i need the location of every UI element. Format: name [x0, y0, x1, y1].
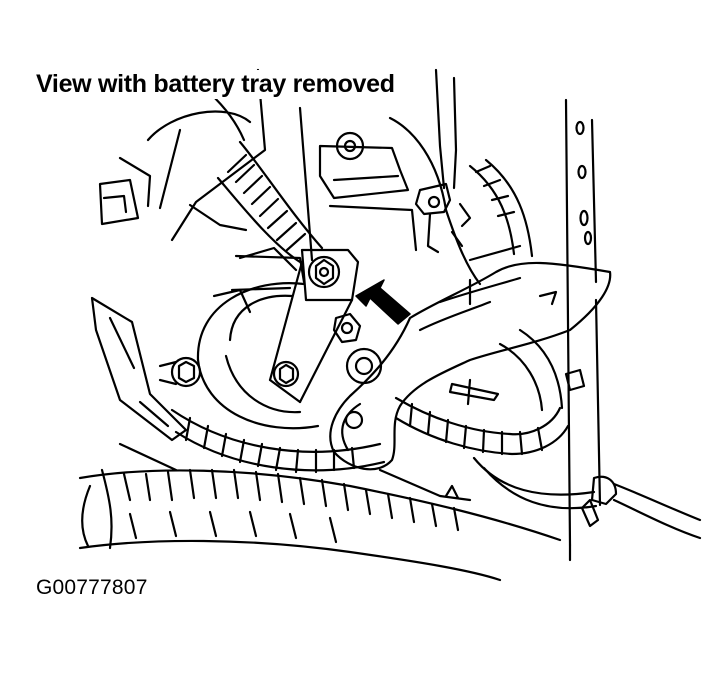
- upper-cluster: [232, 108, 480, 290]
- upper-right-connector: [416, 70, 532, 256]
- right-bracket: [330, 246, 610, 469]
- ground-cable-bolt: [309, 257, 339, 287]
- lower-wiring-harness: [172, 410, 384, 472]
- body-panel: [566, 100, 600, 545]
- upper-wiring-harness: [218, 142, 322, 262]
- diagram-caption: View with battery tray removed: [36, 70, 398, 99]
- right-clip-connectors: [474, 370, 700, 538]
- starter-mount-bolt: [160, 358, 200, 386]
- figure-id: G00777807: [36, 576, 148, 599]
- arrow-pointer-icon: [356, 280, 410, 324]
- lower-right-bracket: [450, 380, 498, 404]
- lower-structure: [120, 444, 570, 560]
- ground-cable-strap: [270, 250, 358, 402]
- corrugated-harness-right: [396, 330, 568, 454]
- strap-lower-bolt: [274, 362, 298, 386]
- starter-motor: [198, 248, 318, 428]
- corrugated-hose: [80, 470, 560, 580]
- upper-left-structure: [100, 70, 265, 240]
